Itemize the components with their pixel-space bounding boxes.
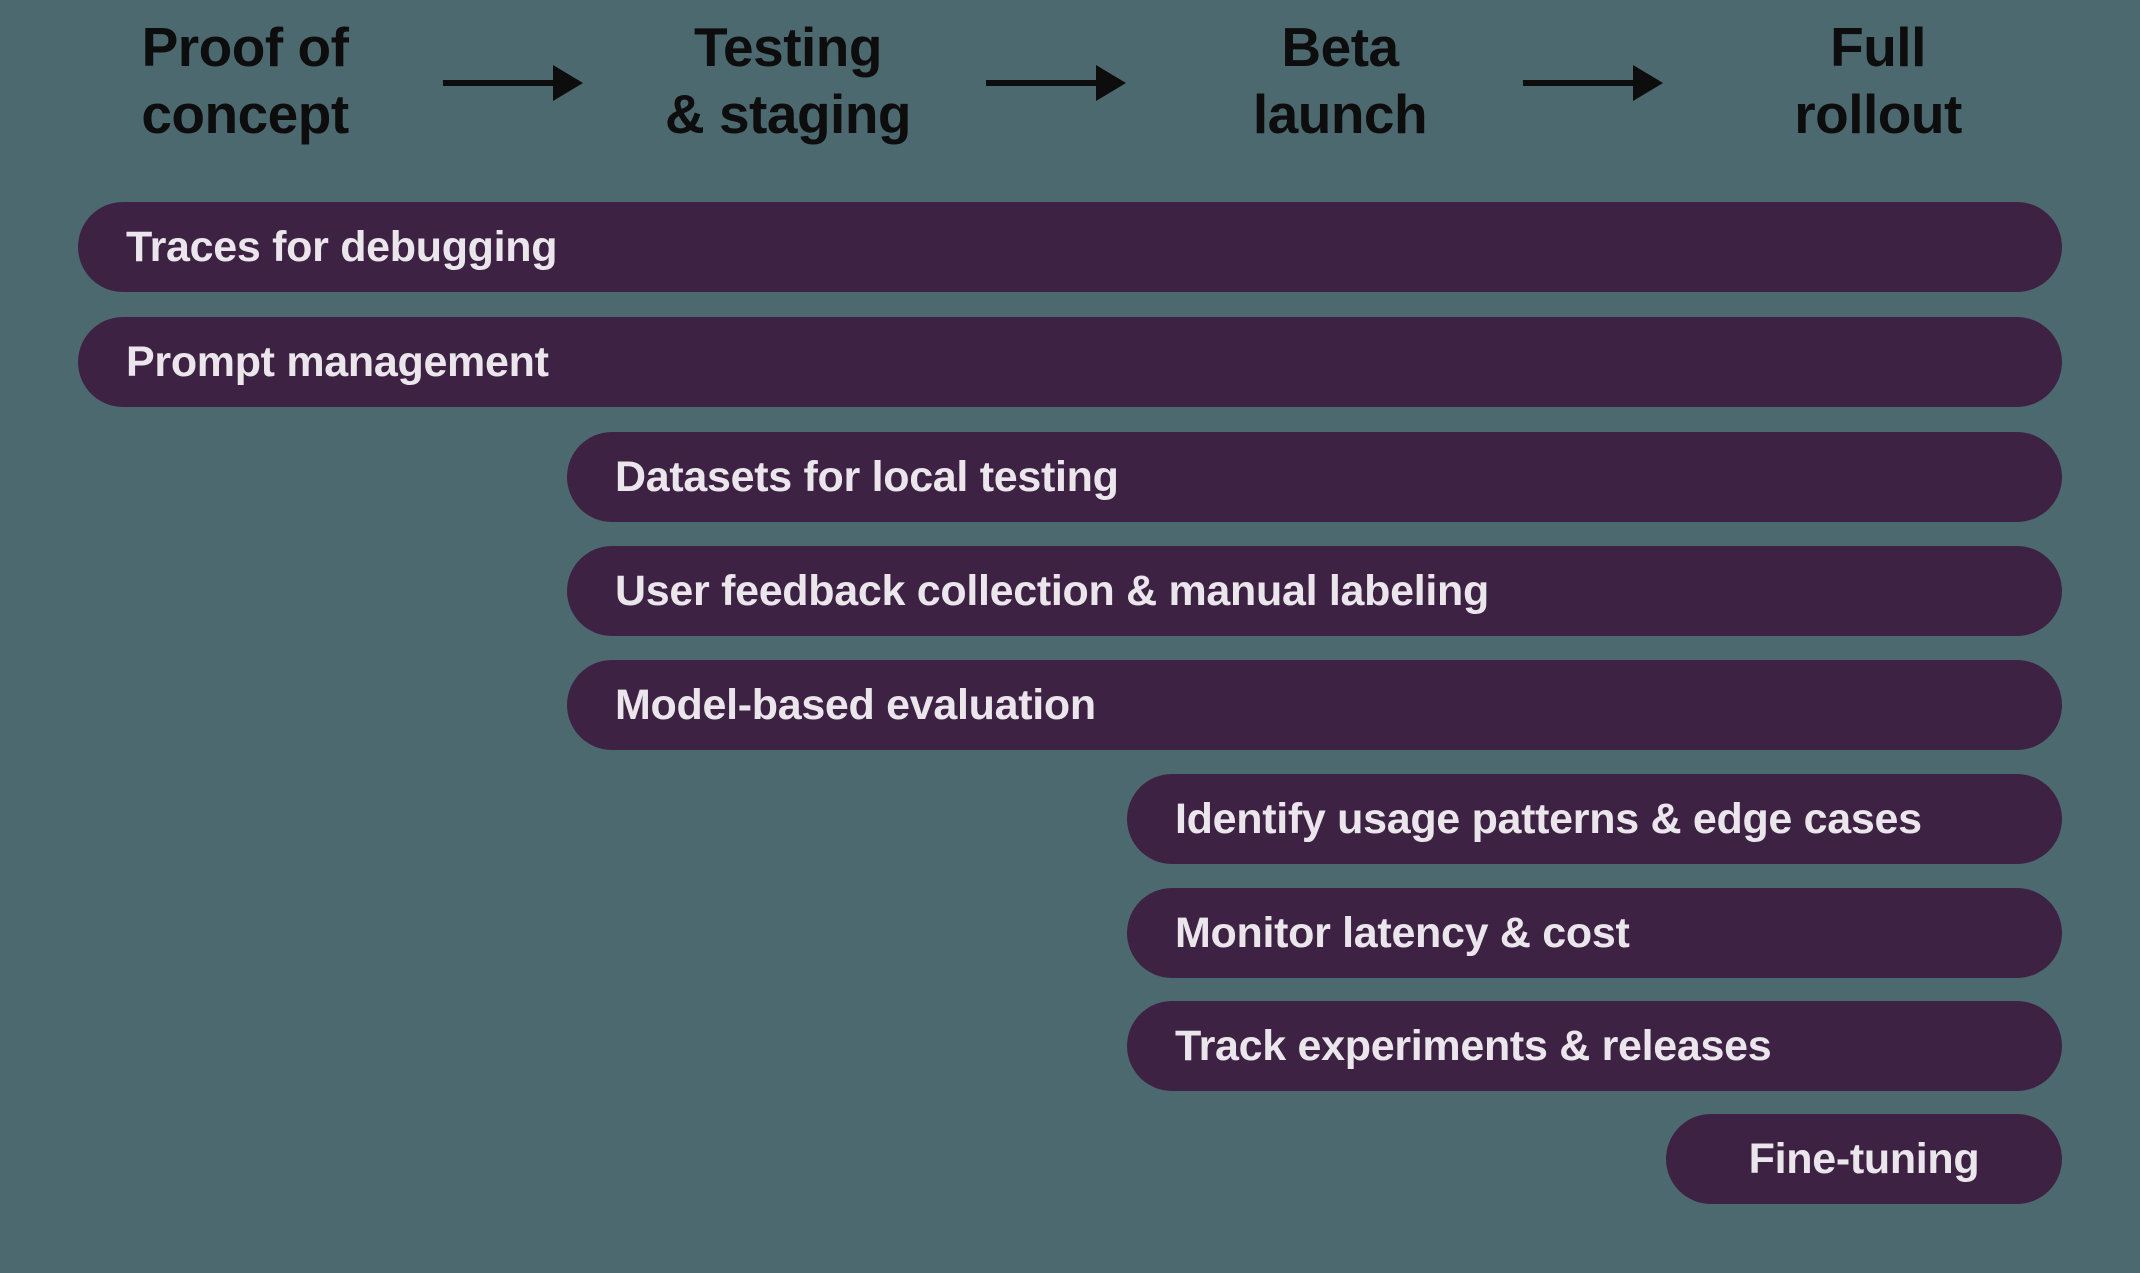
bar-fine-tuning: Fine-tuning [1666,1114,2062,1204]
phase-full-rollout: Full rollout [1794,16,1962,145]
arrow-right-icon [443,65,583,101]
arrow-shaft [1523,80,1637,86]
arrow-right-icon [986,65,1126,101]
bar-identify-usage-patterns: Identify usage patterns & edge cases [1127,774,2062,864]
bar-model-based-evaluation: Model-based evaluation [567,660,2062,750]
phase-beta-launch: Beta launch [1252,16,1428,145]
arrow-shaft [443,80,557,86]
bar-monitor-latency-cost: Monitor latency & cost [1127,888,2062,978]
arrow-head [553,65,583,101]
phase-testing-staging: Testing & staging [664,16,912,145]
phase-proof-of-concept: Proof of concept [141,16,349,145]
arrow-shaft [986,80,1100,86]
bar-user-feedback-collection: User feedback collection & manual labeli… [567,546,2062,636]
arrow-right-icon [1523,65,1663,101]
bar-datasets-for-local-testing: Datasets for local testing [567,432,2062,522]
arrow-head [1633,65,1663,101]
bar-prompt-management: Prompt management [78,317,2062,407]
arrow-head [1096,65,1126,101]
bar-track-experiments-releases: Track experiments & releases [1127,1001,2062,1091]
bar-traces-for-debugging: Traces for debugging [78,202,2062,292]
